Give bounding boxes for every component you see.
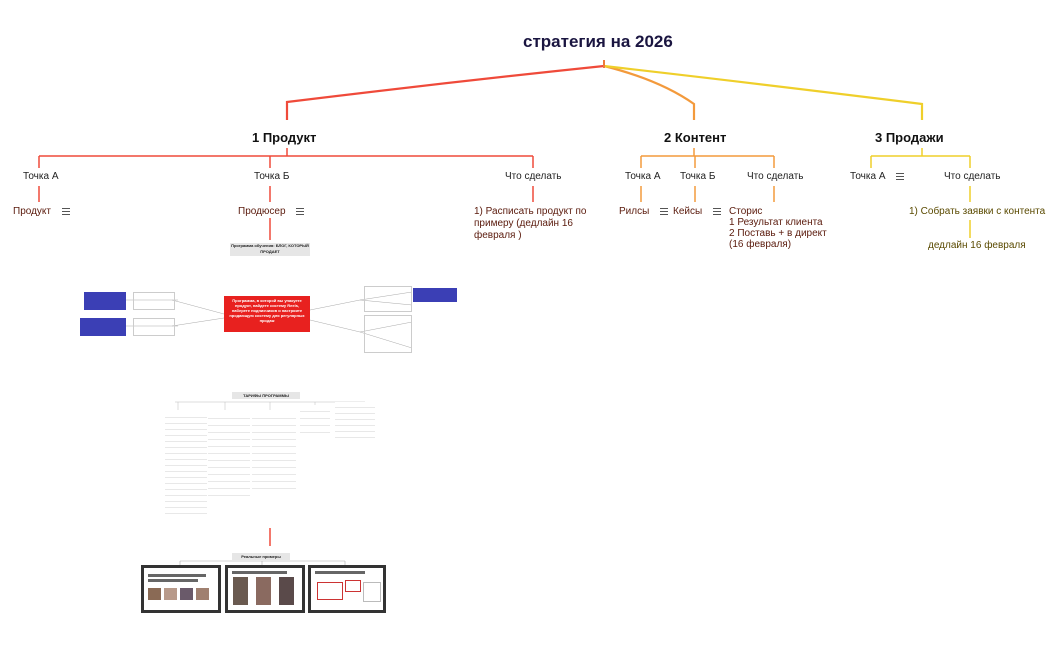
tariff-column: [165, 412, 207, 514]
leaf-sales-todo[interactable]: 1) Собрать заявки с контента: [909, 206, 1046, 217]
node-sales-point-a-label: Точка А: [850, 171, 886, 183]
leaf-product-label: Продукт: [13, 206, 51, 218]
embedded-text-block: [364, 315, 412, 353]
embedded-blue-note-1[interactable]: [84, 292, 126, 310]
notes-icon[interactable]: [61, 206, 70, 217]
node-content-point-a[interactable]: Точка А: [625, 171, 661, 182]
leaf-producer-label: Продюсер: [238, 206, 286, 218]
notes-icon[interactable]: [896, 171, 905, 182]
branch-product[interactable]: 1 Продукт: [252, 130, 317, 145]
link-root-content: [603, 64, 696, 120]
notes-icon[interactable]: [712, 206, 721, 217]
example-card-2[interactable]: [225, 565, 305, 613]
embedded-text-block: [133, 292, 175, 310]
embedded-text-block: [178, 296, 222, 306]
tariffs-title[interactable]: ТАРИФЫ ПРОГРАММЫ: [232, 392, 300, 399]
leaf-reels-label: Рилсы: [619, 206, 650, 218]
node-product-point-b[interactable]: Точка Б: [254, 171, 290, 182]
leaf-content-todo[interactable]: Сторис 1 Результат клиента 2 Поставь + в…: [729, 206, 827, 250]
embedded-program-title[interactable]: Программа обучения: БЛОГ, КОТОРЫЙ ПРОДАЕ…: [230, 243, 310, 256]
leaf-cases-label: Кейсы: [673, 206, 703, 218]
notes-icon[interactable]: [296, 206, 305, 217]
notes-icon[interactable]: [660, 206, 669, 217]
embedded-program-map-lines: [126, 291, 413, 349]
leaf-product[interactable]: Продукт: [13, 206, 70, 217]
leaf-product-todo[interactable]: 1) Расписать продукт по примеру (дедлайн…: [474, 206, 587, 241]
node-content-todo[interactable]: Что сделать: [747, 171, 804, 182]
node-product-todo[interactable]: Что сделать: [505, 171, 562, 182]
link-root-sales: [603, 64, 924, 120]
branch-content[interactable]: 2 Контент: [664, 130, 727, 145]
embedded-blue-note-2[interactable]: [80, 318, 126, 336]
leaf-sales-deadline[interactable]: дедлайн 16 февраля: [928, 240, 1026, 251]
map-title: стратегия на 2026: [523, 32, 673, 51]
examples-title[interactable]: Реальные примеры: [232, 553, 290, 560]
branch-sales[interactable]: 3 Продажи: [875, 130, 944, 145]
embedded-center-note[interactable]: Программа, в которой вы упакуете продукт…: [224, 296, 310, 332]
embedded-blue-note-3[interactable]: [413, 288, 457, 302]
embedded-text-block: [178, 322, 222, 332]
link-root-product: [285, 64, 605, 120]
tariff-column: [252, 412, 296, 492]
embedded-text-block: [364, 286, 412, 312]
tariff-column: [300, 405, 330, 433]
embedded-text-block: [316, 293, 360, 305]
leaf-reels[interactable]: Рилсы: [619, 206, 669, 218]
node-sales-point-a[interactable]: Точка А: [850, 171, 905, 183]
node-content-point-b[interactable]: Точка Б: [680, 171, 716, 182]
embedded-text-block: [316, 327, 360, 337]
tariff-column: [208, 412, 250, 502]
embedded-text-block: [133, 318, 175, 336]
leaf-producer[interactable]: Продюсер: [238, 206, 305, 218]
example-card-3[interactable]: [308, 565, 386, 613]
node-product-point-a[interactable]: Точка А: [23, 171, 59, 182]
leaf-cases[interactable]: Кейсы: [673, 206, 721, 217]
tariff-column: [335, 402, 375, 442]
node-sales-todo[interactable]: Что сделать: [944, 171, 1001, 182]
example-card-1[interactable]: [141, 565, 221, 613]
